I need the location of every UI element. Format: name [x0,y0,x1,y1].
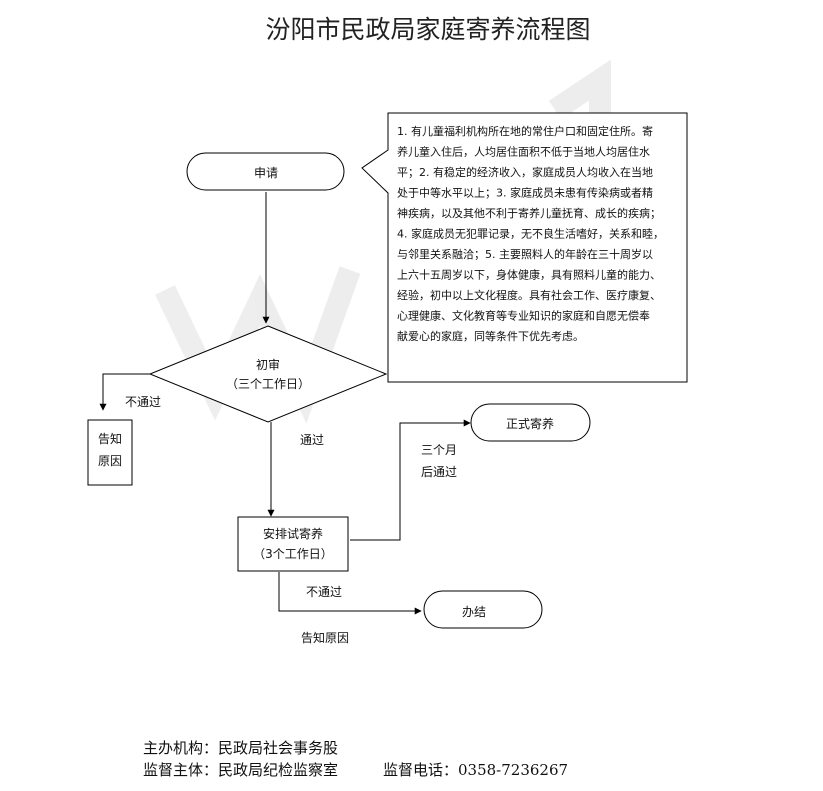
review-duration: （三个工作日） [226,377,310,391]
formal-label: 正式寄养 [506,416,554,431]
footer-supervisor: 监督主体：民政局纪检监察室 [143,761,338,779]
label-three-months-2: 后通过 [421,465,457,479]
label-pass: 通过 [300,433,324,447]
apply-shape [186,152,345,191]
requirements-line: 4. 家庭成员无犯罪记录，无不良生活嗜好，关系和睦， [397,227,664,241]
requirements-line: 上六十五周岁以下，身体健康，具有照料儿童的能力、 [397,268,661,282]
trial-shape [237,516,349,572]
requirements-line: 经验，初中以上文化程度。具有社会工作、医疗康复、 [397,288,661,302]
requirements-line: 养儿童入住后，人均居住面积不低于当地人均居住水 [397,145,650,159]
notify-shape [87,419,133,486]
review-label: 初审 [256,357,280,372]
notify-label-1: 告知 [98,432,122,446]
requirements-line: 平；2. 有稳定的经济收入，家庭成员人均收入在当地 [397,165,653,179]
node-formal-foster: 正式寄养 [470,403,591,442]
formal-shape [470,403,591,442]
label-notify-reason: 告知原因 [301,631,349,645]
node-trial-foster: 安排试寄养 （3个工作日） [237,516,349,572]
label-three-months-1: 三个月 [421,443,457,457]
apply-label: 申请 [254,166,278,180]
review-shape [148,325,388,423]
node-finish: 办结 [423,590,543,629]
requirements-line: 神疾病，以及其他不利于寄养儿童抚育、成长的疾病； [397,206,661,220]
requirements-callout: 1. 有儿童福利机构所在地的常住户口和固定住所。寄养儿童入住后，人均居住面积不低… [361,112,688,383]
arrow-trial-to-formal [350,419,471,541]
arrow-trial-to-finish [278,572,422,615]
requirements-line: 心理健康、文化教育等专业知识的家庭和自愿无偿奉 [397,309,650,323]
edge-labels: 不通过 通过 三个月 后通过 不通过 告知原因 [125,395,457,645]
requirements-line: 与邻里关系融洽；5. 主要照料人的年龄在三十周岁以 [397,247,653,261]
footer: 主办机构：民政局社会事务股 监督主体：民政局纪检监察室 监督电话：0358-72… [143,739,568,779]
label-not-pass-2: 不通过 [306,585,342,599]
notify-label-2: 原因 [98,454,122,468]
requirements-text: 1. 有儿童福利机构所在地的常住户口和固定住所。寄养儿童入住后，人均居住面积不低… [397,124,664,343]
arrow-review-to-notify [99,373,150,411]
finish-label: 办结 [462,604,486,619]
footer-phone: 监督电话：0358-7236267 [383,761,568,779]
requirements-line: 处于中等水平以上；3. 家庭成员未患有传染病或者精 [397,186,653,200]
label-not-pass-1: 不通过 [125,395,161,409]
trial-label: 安排试寄养 [263,526,323,541]
requirements-line: 献爱心的家庭，同等条件下优先考虑。 [397,329,584,343]
node-review: 初审 （三个工作日） [148,325,388,423]
page-title: 汾阳市民政局家庭寄养流程图 [265,15,590,44]
trial-duration: （3个工作日） [253,547,333,561]
footer-organizer: 主办机构：民政局社会事务股 [143,739,338,757]
requirements-line: 1. 有儿童福利机构所在地的常住户口和固定住所。寄 [397,124,653,138]
connectors [99,192,471,615]
node-notify-reason: 告知 原因 [87,419,133,486]
node-apply: 申请 [186,152,345,191]
callout-shape [361,112,688,383]
finish-shape [423,590,543,629]
